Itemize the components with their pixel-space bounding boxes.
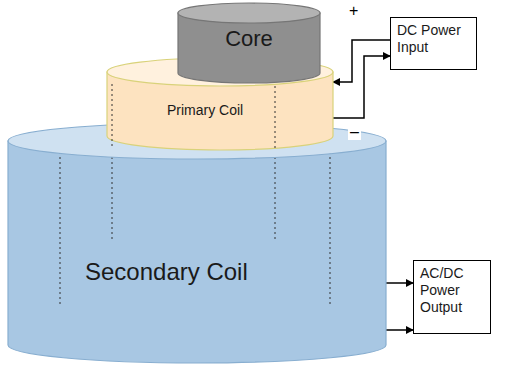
power-wire xyxy=(386,329,413,331)
field-line xyxy=(275,152,276,240)
field-line xyxy=(112,84,113,148)
part-label: Primary Coil xyxy=(167,102,243,119)
part-label: Secondary Coil xyxy=(85,258,248,287)
field-line xyxy=(112,152,113,240)
output-box: AC/DC Power Output xyxy=(413,260,491,334)
field-line xyxy=(275,86,276,148)
secondary-coil-cylinder: Secondary Coil xyxy=(8,123,386,363)
part-label: Core xyxy=(178,26,320,52)
power-wire xyxy=(333,40,390,82)
power-wire xyxy=(333,56,390,118)
input-box: DC Power Input xyxy=(390,17,477,70)
cylinder-shape xyxy=(8,123,386,363)
cylinder-top xyxy=(107,58,333,86)
power-wire xyxy=(386,282,413,284)
field-line xyxy=(330,142,331,305)
cylinder-body xyxy=(8,141,386,363)
cylinder-top xyxy=(178,3,320,23)
box-label: DC Power Input xyxy=(391,18,476,60)
polarity-label: – xyxy=(348,124,361,140)
box-label: AC/DC Power Output xyxy=(414,261,490,319)
cylinder-top xyxy=(8,123,386,159)
polarity-label: + xyxy=(347,3,360,19)
core-cylinder: Core xyxy=(178,3,320,83)
field-line xyxy=(60,142,61,305)
